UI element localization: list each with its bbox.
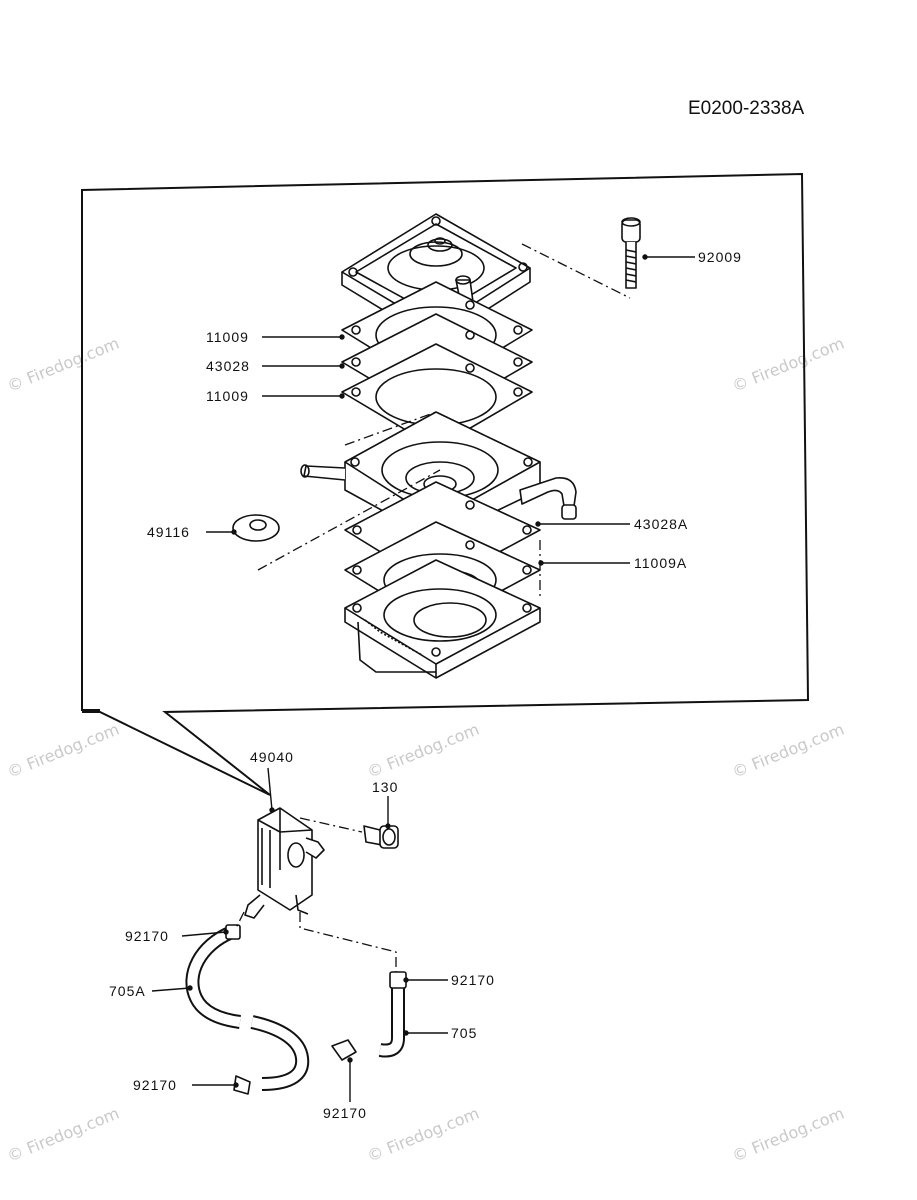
pump-assembly-view (185, 807, 407, 1095)
part-label-11009-mid: 11009 (206, 388, 249, 404)
leader-lines (151, 254, 695, 1102)
part-label-11009-top: 11009 (206, 329, 249, 345)
part-label-49116: 49116 (147, 524, 190, 540)
part-label-11009A: 11009A (634, 555, 687, 571)
valve-49116 (232, 514, 280, 542)
watermark: © Firedog.com (4, 334, 121, 396)
part-label-705: 705 (451, 1025, 477, 1041)
watermark: © Firedog.com (729, 334, 846, 396)
screw-130 (363, 825, 399, 849)
bolt-92009 (621, 217, 641, 289)
hose-705A (185, 924, 310, 1095)
pump-exploded-view (232, 213, 641, 679)
diagram-code: E0200-2338A (688, 98, 805, 119)
hose-705 (331, 971, 407, 1061)
fuel-pump-49040 (244, 807, 325, 919)
watermark: © Firedog.com (4, 720, 121, 782)
pump-base (344, 559, 541, 679)
part-labels: 92009 11009 43028 11009 49116 43028A 110… (109, 249, 742, 1121)
watermark: © Firedog.com (4, 1104, 121, 1166)
part-label-49040: 49040 (250, 749, 294, 765)
part-label-43028: 43028 (206, 358, 250, 374)
watermark: © Firedog.com (729, 720, 846, 782)
watermark: © Firedog.com (364, 720, 481, 782)
part-label-92170-bottom: 92170 (323, 1105, 367, 1121)
part-label-92170-left: 92170 (125, 928, 169, 944)
watermark: © Firedog.com (364, 1104, 481, 1166)
part-label-92170-bottom-left: 92170 (133, 1077, 177, 1093)
part-label-43028A: 43028A (634, 516, 688, 532)
watermark: © Firedog.com (729, 1104, 846, 1166)
part-label-130: 130 (372, 779, 398, 795)
part-label-92009: 92009 (698, 249, 742, 265)
part-label-705A: 705A (109, 983, 146, 999)
part-label-92170-right: 92170 (451, 972, 495, 988)
detail-frame (81, 172, 810, 796)
